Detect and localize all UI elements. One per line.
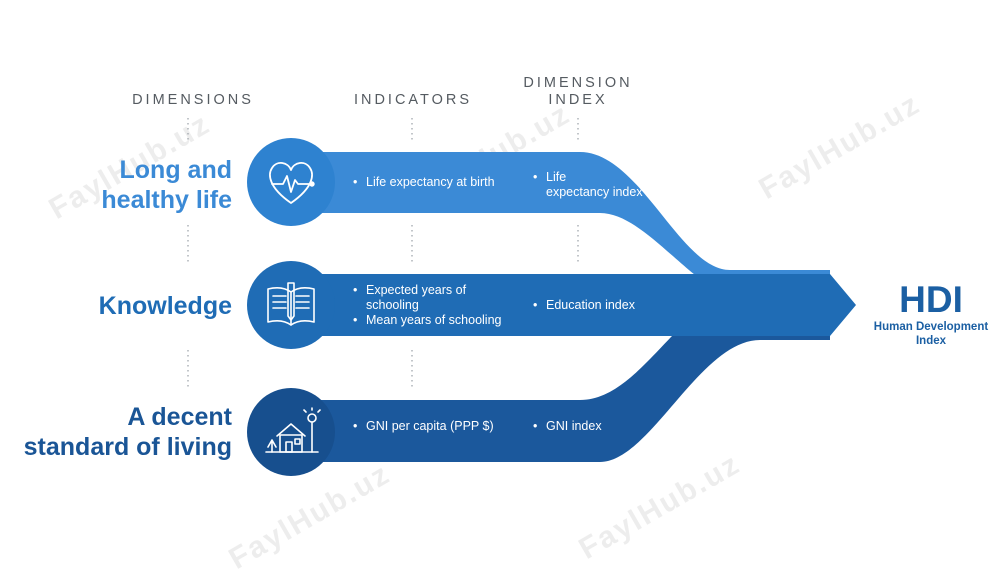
dimension-title-living: A decent standard of living [24,402,232,462]
dimension-circle-living [247,388,335,476]
header-dimension-index-line1: DIMENSION [523,75,633,91]
index-item: GNI index [533,419,602,434]
band-health [300,152,830,305]
header-dimensions: DIMENSIONS [132,92,254,108]
dimension-circle-health [247,138,335,226]
index-health: Life expectancy index [533,170,643,200]
hdi-subtitle-line1: Human Development [873,321,989,333]
index-item: Life [533,170,643,185]
indicator-knowledge: Expected years of schooling Mean years o… [353,283,502,328]
flow-bands [187,118,856,476]
dimension-title-line: healthy life [101,186,232,214]
header-indicators: INDICATORS [353,92,473,108]
indicator-health: Life expectancy at birth [353,175,495,190]
dimension-title-line: Long and [119,156,232,184]
header-dimension-index-line2: INDEX [548,92,608,108]
dimension-title-health: Long and healthy life [101,155,232,215]
indicator-item: Expected years of schooling [353,283,502,313]
hdi-title: HDI [899,279,963,320]
indicator-item: Life expectancy at birth [353,175,495,190]
indicator-item: Mean years of schooling [353,313,502,328]
dimension-title-line: standard of living [23,433,232,461]
indicator-item: GNI per capita (PPP $) [353,419,494,434]
index-item: Education index [533,298,635,313]
indicator-living: GNI per capita (PPP $) [353,419,494,434]
hdi-subtitle: Human Development Index [862,320,1000,348]
guide-lines [187,118,579,390]
index-knowledge: Education index [533,298,635,313]
heart-pulse-icon [269,162,315,204]
dimension-title-knowledge: Knowledge [99,291,232,321]
dimension-title-line: Knowledge [98,292,232,320]
index-living: GNI index [533,419,602,434]
index-item-continuation: expectancy index [546,185,643,199]
book-icon [267,282,315,326]
header-dimension-index: DIMENSION INDEX [518,75,638,109]
hdi-subtitle-line2: Index [915,335,947,347]
dimension-title-line: A decent [127,403,232,431]
house-icon [265,407,321,453]
hdi-diagram: FaylHub.uz FaylHub.uz FaylHub.uz FaylHub… [0,0,1000,562]
